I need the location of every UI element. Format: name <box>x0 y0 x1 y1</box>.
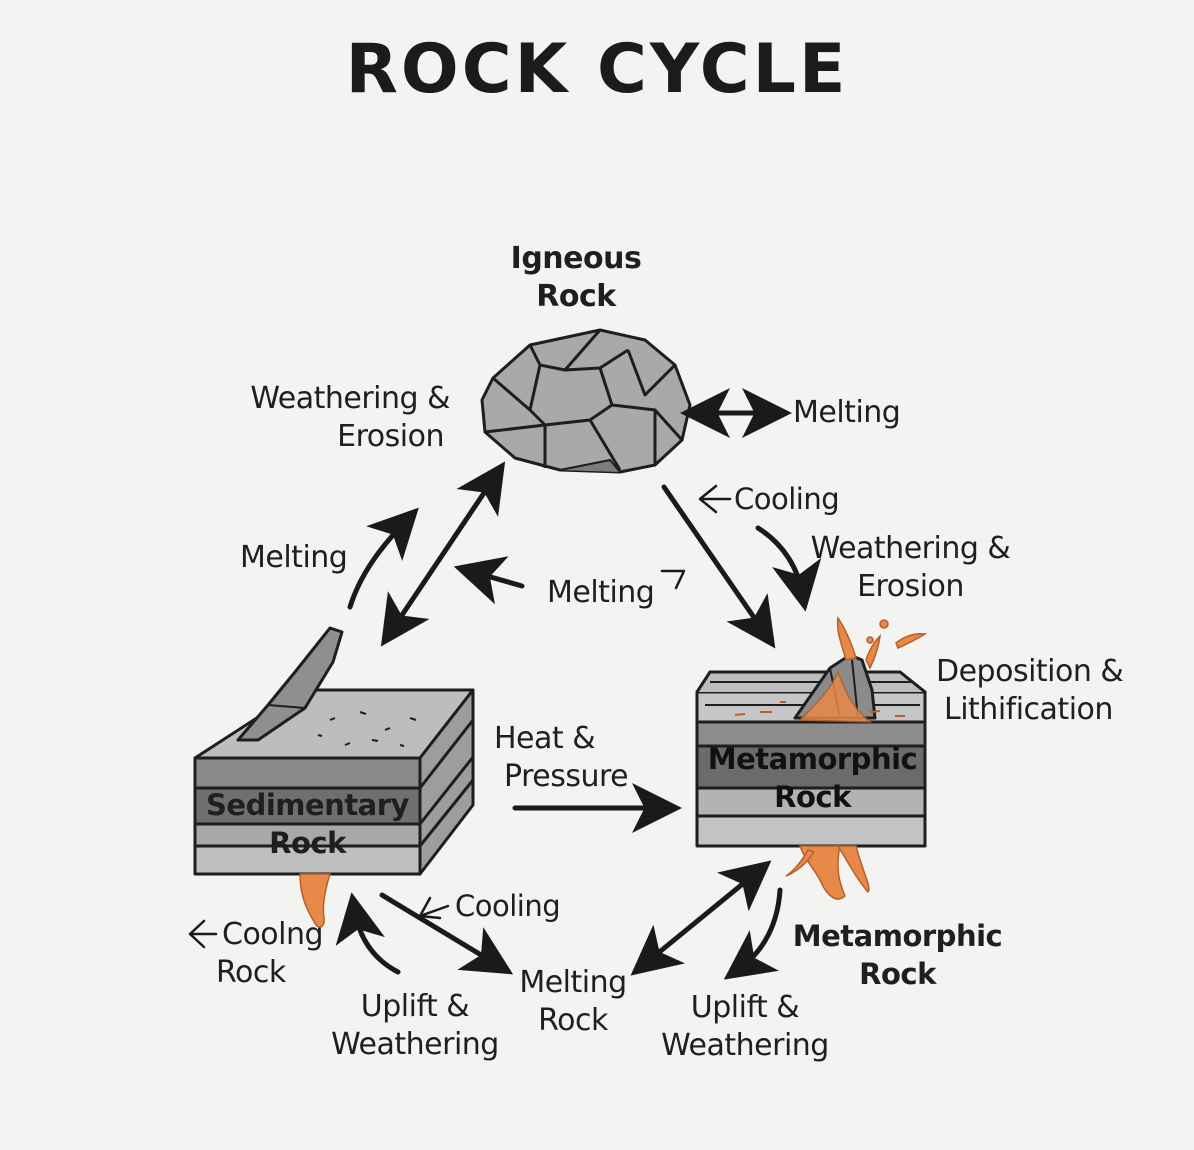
deposition-line1: Deposition & <box>936 654 1124 689</box>
sedimentary-label-line1: Sedimentary <box>206 788 409 822</box>
sedimentary-label-line2: Rock <box>269 826 346 860</box>
diagram-title: ROCK CYCLE <box>345 30 849 109</box>
cycle-arrows <box>335 388 822 980</box>
melting-left-label: Melting <box>240 540 348 575</box>
deposition-lithification-label: Deposition & Lithification <box>936 653 1124 729</box>
metamorphic-lower-line1: Metamorphic <box>792 919 1003 953</box>
metamorphic-label-line1: Metamorphic <box>707 742 918 776</box>
sedimentary-rock-illustration <box>193 626 475 876</box>
metamorphic-magma <box>785 615 928 900</box>
metamorphic-label-line2: Rock <box>774 780 851 814</box>
arrow-sed-melting <box>379 892 514 975</box>
deposition-line2: Lithification <box>944 692 1113 727</box>
uplift-weathering-left-label: Uplift & Weathering <box>325 988 505 1064</box>
igneous-rock-label: Igneous Rock <box>496 240 656 316</box>
arrow-igneous-metamorphic <box>661 484 776 649</box>
igneous-rock-illustration <box>480 328 692 474</box>
weathering-erosion-left-label: Weathering & Erosion <box>228 380 450 456</box>
sedimentary-rock-label: Sedimentary Rock <box>200 786 415 862</box>
igneous-label-line2: Rock <box>536 279 616 314</box>
cooling-bottom-label: Cooling <box>455 889 561 923</box>
thin-arrows <box>188 484 732 949</box>
arrow-melting-left <box>347 507 419 610</box>
coolng-rock-line2: Rock <box>216 955 286 990</box>
uplift-right-line2: Weathering <box>661 1028 829 1063</box>
weathering-erosion-left-line1: Weathering & <box>250 381 450 416</box>
sedimentary-magma <box>299 873 332 928</box>
coolng-rock-label: Coolng Rock <box>216 916 324 992</box>
weathering-erosion-right-line1: Weathering & <box>810 531 1011 566</box>
weathering-erosion-left-line2: Erosion <box>337 419 444 454</box>
thin-arrow-coolng-rock <box>188 919 218 949</box>
arrow-sed-igneous <box>380 461 506 647</box>
coolng-rock-line1: Coolng <box>222 917 324 952</box>
metamorphic-speckles <box>734 701 905 717</box>
arrow-weathering-right <box>755 525 822 612</box>
melting-top-right-label: Melting <box>793 395 901 430</box>
arrow-uplift-right <box>723 887 783 980</box>
arrow-melting-metamorphic <box>630 860 772 976</box>
heat-pressure-line2: Pressure <box>504 759 629 794</box>
uplift-right-line1: Uplift & <box>690 990 800 1025</box>
thin-arrow-cooling-bottom <box>418 896 450 920</box>
melting-rock-line1: Melting <box>519 965 627 1000</box>
arrow-uplift-left <box>335 892 401 975</box>
heat-pressure-label: Heat & Pressure <box>494 720 629 796</box>
uplift-weathering-right-label: Uplift & Weathering <box>655 989 835 1065</box>
uplift-left-line1: Uplift & <box>360 989 470 1024</box>
weathering-erosion-right-line2: Erosion <box>857 569 964 604</box>
uplift-left-line2: Weathering <box>331 1027 499 1062</box>
arrow-melting-center <box>453 556 525 605</box>
thin-arrow-cooling-top <box>698 484 732 514</box>
weathering-erosion-right-label: Weathering & Erosion <box>808 530 1013 606</box>
igneous-label-line1: Igneous <box>510 241 642 276</box>
metamorphic-lower-line2: Rock <box>859 957 936 991</box>
cooling-top-right-label: Cooling <box>734 482 840 516</box>
heat-pressure-line1: Heat & <box>494 721 596 756</box>
melting-rock-line2: Rock <box>538 1003 608 1038</box>
melting-center-label: Melting <box>547 575 655 610</box>
metamorphic-rock-label: Metamorphic Rock <box>700 740 925 816</box>
thin-arrow-melting-center <box>660 569 686 590</box>
metamorphic-rock-lower-label: Metamorphic Rock <box>790 917 1005 993</box>
melting-rock-label: Melting Rock <box>508 964 638 1040</box>
